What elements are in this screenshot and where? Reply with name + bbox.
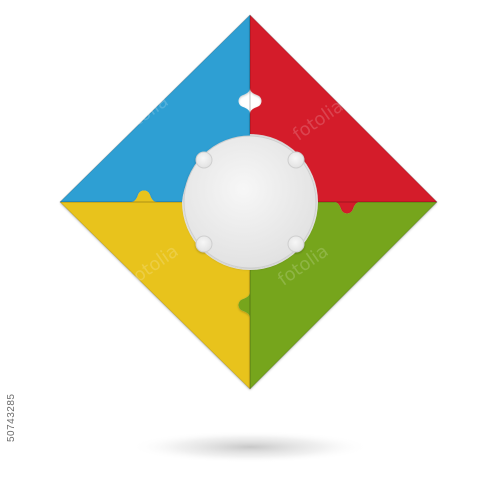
diamond-outline xyxy=(59,14,438,390)
floor-shadow xyxy=(130,431,370,463)
puzzle-piece-green xyxy=(238,202,437,389)
puzzle-piece-yellow xyxy=(60,190,250,389)
puzzle-piece-center xyxy=(183,135,317,269)
puzzle-seams xyxy=(60,15,437,389)
image-id-label: 50743285 xyxy=(6,393,17,443)
puzzle-piece-red xyxy=(250,15,437,214)
